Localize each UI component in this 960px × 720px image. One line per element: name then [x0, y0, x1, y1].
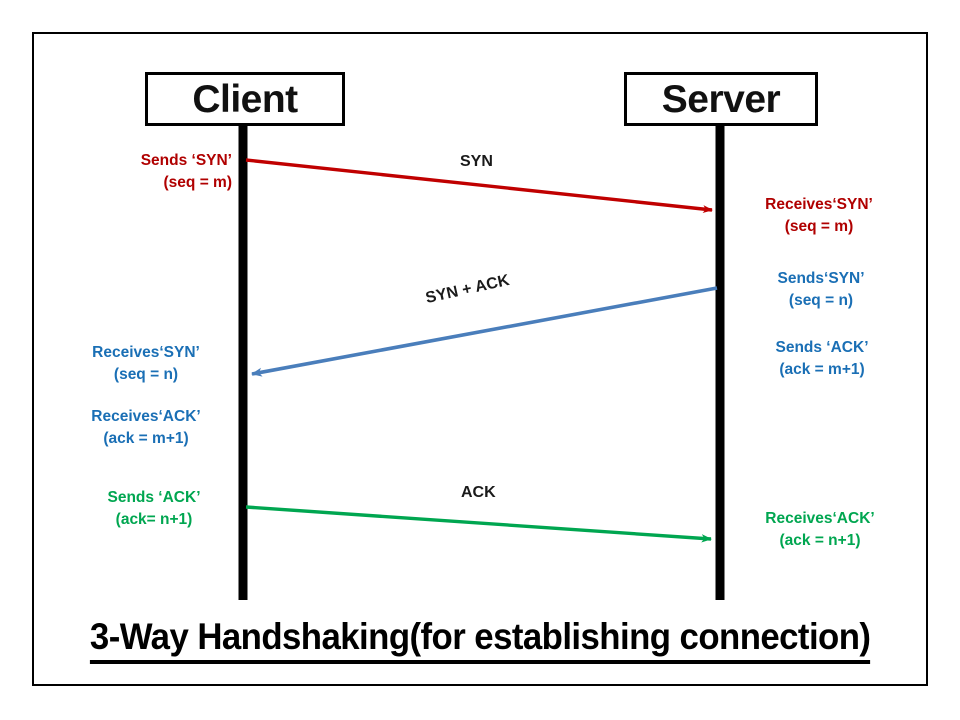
message-caption-syn: SYN: [460, 153, 493, 170]
note-line-2: (seq = n): [113, 366, 179, 384]
note-line-2: (ack = n+1): [779, 532, 861, 550]
note-client-sends-syn: Sends ‘SYN’ (seq = m): [60, 150, 232, 195]
note-client-receives-syn: Receives‘SYN’ (seq = n): [66, 342, 226, 387]
note-server-receives-ack: Receives‘ACK’ (ack = n+1): [740, 508, 900, 553]
actor-label-client: Client: [192, 77, 298, 121]
note-line-2: (seq = n): [788, 292, 854, 310]
message-arrow-ack: [245, 505, 712, 543]
note-line-1: Receives‘SYN’: [765, 196, 873, 213]
note-client-receives-ack: Receives‘ACK’ (ack = m+1): [66, 406, 226, 451]
note-line-2: (ack= n+1): [115, 511, 193, 529]
note-line-1: Sends ‘ACK’: [107, 489, 201, 506]
note-line-1: Sends ‘ACK’: [775, 339, 869, 356]
diagram-frame: [32, 32, 928, 686]
diagram-title-text: 3-Way Handshaking(for establishing conne…: [89, 616, 871, 664]
note-line-1: Sends‘SYN’: [777, 270, 865, 287]
note-server-sends-ack: Sends ‘ACK’ (ack = m+1): [744, 337, 900, 382]
actor-box-client[interactable]: Client: [145, 72, 345, 126]
note-line-1: Receives‘SYN’: [92, 344, 200, 361]
note-line-2: (seq = m): [784, 218, 854, 236]
note-client-sends-ack: Sends ‘ACK’ (ack= n+1): [78, 487, 230, 532]
note-line-1: Receives‘ACK’: [765, 510, 875, 527]
note-line-1: Receives‘ACK’: [91, 408, 201, 425]
message-caption-ack: ACK: [461, 484, 496, 501]
note-server-receives-syn: Receives‘SYN’ (seq = m): [744, 194, 894, 239]
diagram-title: 3-Way Handshaking(for establishing conne…: [46, 616, 914, 664]
note-line-1: Sends ‘SYN’: [140, 152, 232, 169]
message-arrow-syn: [245, 158, 713, 214]
note-line-2: (ack = m+1): [779, 361, 865, 379]
actor-label-server: Server: [661, 77, 781, 121]
note-line-2: (ack = m+1): [103, 430, 189, 448]
note-server-sends-syn: Sends‘SYN’ (seq = n): [748, 268, 894, 313]
actor-box-server[interactable]: Server: [624, 72, 818, 126]
message-arrow-syn-ack: [251, 286, 718, 377]
note-line-2: (seq = m): [163, 174, 232, 192]
